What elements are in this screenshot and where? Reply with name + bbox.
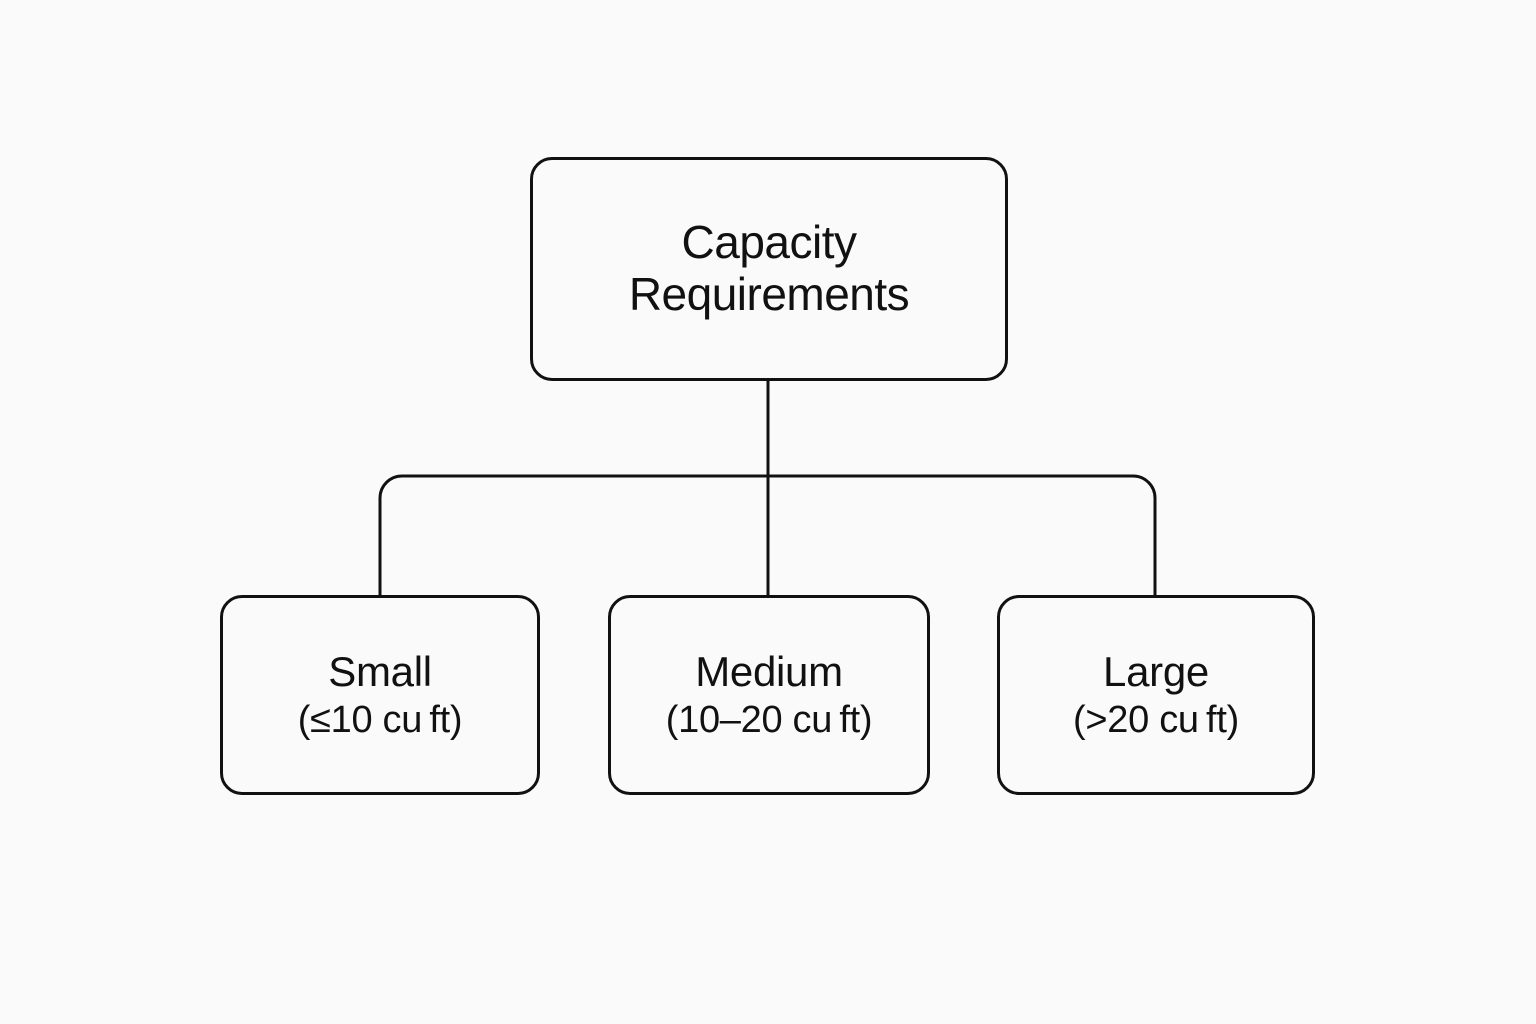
node-small-subtitle: (≤10 cu ft) (297, 699, 463, 742)
node-medium-subtitle: (10–20 cu ft) (665, 699, 873, 742)
node-small[interactable]: Small (≤10 cu ft) (220, 595, 540, 795)
connector-bus-left (378, 474, 768, 595)
node-medium-title: Medium (695, 648, 843, 696)
node-small-title: Small (328, 648, 432, 696)
node-root-title-line-1: Capacity (681, 216, 857, 269)
node-large-subtitle: (>20 cu ft) (1073, 699, 1239, 742)
connector-bus-right (768, 474, 1157, 595)
node-medium[interactable]: Medium (10–20 cu ft) (608, 595, 930, 795)
node-capacity-requirements[interactable]: Capacity Requirements (530, 157, 1008, 381)
node-large-title: Large (1103, 648, 1209, 696)
node-large[interactable]: Large (>20 cu ft) (997, 595, 1315, 795)
node-root-title-line-2: Requirements (628, 268, 910, 320)
